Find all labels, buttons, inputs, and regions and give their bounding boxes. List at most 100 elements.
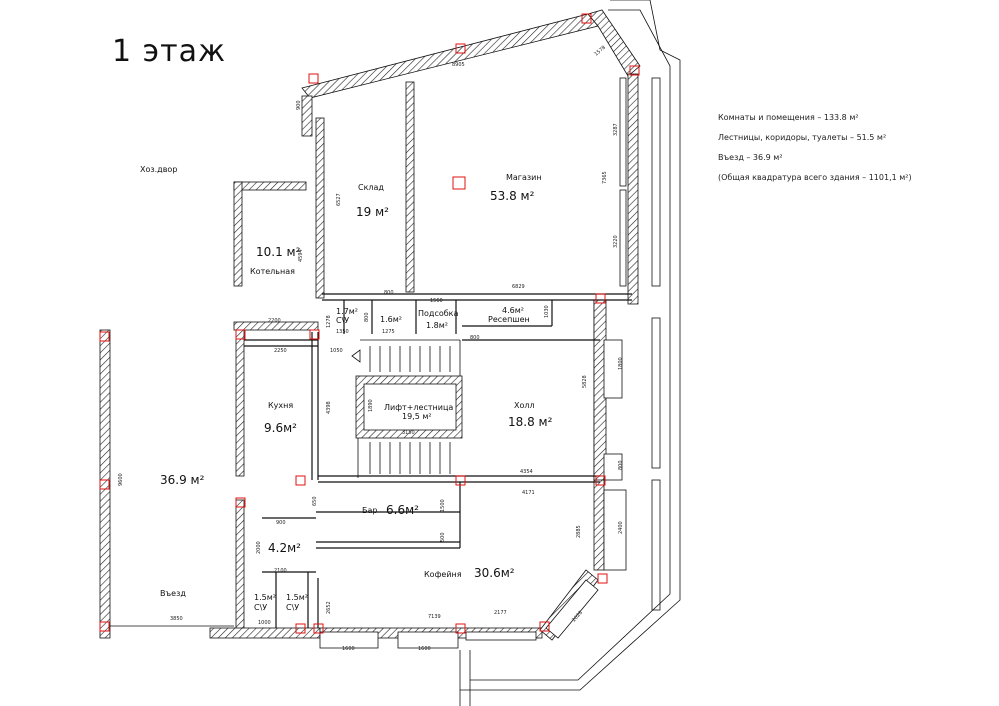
dim-label: 1560 — [430, 298, 443, 304]
page-title: 1 этаж — [112, 34, 226, 69]
dim-label: 3220 — [613, 235, 619, 248]
dim-label: 2200 — [268, 318, 281, 324]
north-wall — [301, 13, 599, 99]
kotelnaya-bottom-wall — [233, 321, 319, 331]
hall-name: Холл — [514, 401, 535, 410]
summary-total: (Общая квадратура всего здания – 1101,1 … — [718, 173, 912, 182]
dim-label: 1278 — [326, 315, 332, 328]
kotelnaya-name: Котельная — [250, 267, 295, 276]
interior-walls — [244, 293, 632, 628]
dim-label: 1800 — [618, 357, 624, 370]
dim-label: 1030 — [544, 305, 550, 318]
area-summary: Комнаты и помещения – 133.8 м² Лестницы,… — [718, 108, 912, 188]
dim-label: 3287 — [613, 123, 619, 136]
dim-label: 8905 — [452, 62, 465, 68]
sklad-name: Склад — [358, 183, 384, 192]
dim-label: 6829 — [512, 284, 525, 290]
dim-label: 9600 — [118, 473, 124, 486]
storage-divider-wall — [405, 81, 415, 293]
dim-label: 2250 — [274, 348, 287, 354]
kuhnya-name: Кухня — [268, 401, 293, 410]
summary-entry: Въезд – 36.9 м² — [718, 153, 783, 162]
su2-name: С\У — [286, 603, 299, 612]
dim-label: 1600 — [418, 646, 431, 652]
room42-area: 4.2м² — [268, 541, 301, 555]
su-small-name: С\У — [336, 316, 349, 325]
windows — [319, 77, 661, 649]
su1-area: 1.5м² — [254, 593, 276, 602]
dim-label: 4354 — [520, 469, 533, 475]
dim-label: 650 — [312, 496, 318, 506]
dim-label: 2400 — [618, 521, 624, 534]
stairs-lift — [351, 339, 463, 478]
dimension-labels: 8905 900 6527 7365 3287 3220 800 6829 12… — [118, 45, 624, 652]
kotelnaya-area: 10.1 м² — [256, 245, 301, 259]
summary-rooms: Комнаты и помещения – 133.8 м² — [718, 113, 859, 122]
dim-label: 2652 — [326, 601, 332, 614]
dim-label: 1275 — [382, 329, 395, 335]
kofeynya-name: Кофейня — [424, 570, 462, 579]
dim-label: 800 — [364, 312, 370, 322]
bar-area: 6.6м² — [386, 503, 419, 517]
dim-label: 900 — [296, 100, 302, 110]
su2-area: 1.5м² — [286, 593, 308, 602]
reception-name: Ресепшен — [488, 315, 530, 324]
sidewalk — [110, 0, 681, 706]
dim-label: 4594 — [298, 249, 304, 262]
dim-label: 500 — [440, 532, 446, 542]
dim-label: 1600 — [342, 646, 355, 652]
podsobka-name: Подсобка — [418, 309, 459, 318]
su1-name: С\У — [254, 603, 267, 612]
hall-area: 18.8 м² — [508, 415, 553, 429]
dim-label: 3850 — [170, 616, 183, 622]
exterior-walls — [99, 9, 641, 641]
dim-label: 1000 — [258, 620, 271, 626]
dim-label: 6527 — [336, 193, 342, 206]
dim-label: 800 — [384, 290, 394, 296]
kofeynya-area: 30.6м² — [474, 566, 515, 580]
vezd-area: 36.9 м² — [160, 473, 205, 487]
reception-area: 4.6м² — [502, 306, 524, 315]
dim-label: 1050 — [330, 348, 343, 354]
bar-name: Бар — [362, 506, 377, 515]
dim-label: 5828 — [582, 375, 588, 388]
small-rooms-west-wall — [235, 499, 245, 631]
kuhnya-area: 9.6м² — [264, 421, 297, 435]
vezd-name: Въезд — [160, 589, 186, 598]
kuhnya-west-wall — [235, 329, 245, 477]
dim-label: 2000 — [256, 541, 262, 554]
dim-label: 800 — [470, 335, 480, 341]
dim-label: 1890 — [368, 399, 374, 412]
lift-name: Лифт+лестница — [384, 403, 453, 412]
dim-label: 4398 — [326, 401, 332, 414]
dim-label: 1500 — [440, 499, 446, 512]
dim-label: 2100 — [274, 568, 287, 574]
north-east-corner-wall — [587, 9, 641, 77]
dim-label: 4171 — [522, 490, 535, 496]
east-wall-upper — [627, 73, 639, 305]
sklad-area: 19 м² — [356, 205, 389, 219]
dim-label: 1350 — [336, 329, 349, 335]
dim-label: 1578 — [593, 45, 607, 58]
hozdvor-name: Хоз.двор — [140, 165, 177, 174]
dim-label: 2177 — [494, 610, 507, 616]
dim-label: 7139 — [428, 614, 441, 620]
su-small-area: 1.7м² — [336, 307, 358, 316]
dim-label: 3150 — [402, 430, 415, 436]
dim-label: 900 — [276, 520, 286, 526]
magazin-area: 53.8 м² — [490, 189, 535, 203]
dim-label: 7365 — [602, 171, 608, 184]
red-markers — [99, 13, 640, 634]
kotelnaya-west-wall — [233, 181, 243, 287]
lift-area: 19,5 м² — [402, 412, 432, 421]
podsobka-area: 1.8м² — [426, 321, 448, 330]
room-labels: Склад 19 м² Магазин 53.8 м² Хоз.двор 10.… — [140, 165, 553, 612]
room16-area: 1.6м² — [380, 315, 402, 324]
magazin-name: Магазин — [506, 173, 542, 182]
dim-label: 2885 — [576, 525, 582, 538]
kotelnaya-top-wall — [233, 181, 307, 191]
sklad-west-wall — [315, 117, 325, 299]
north-west-wall — [301, 95, 313, 137]
summary-stairs: Лестницы, коридоры, туалеты – 51.5 м² — [718, 133, 887, 142]
